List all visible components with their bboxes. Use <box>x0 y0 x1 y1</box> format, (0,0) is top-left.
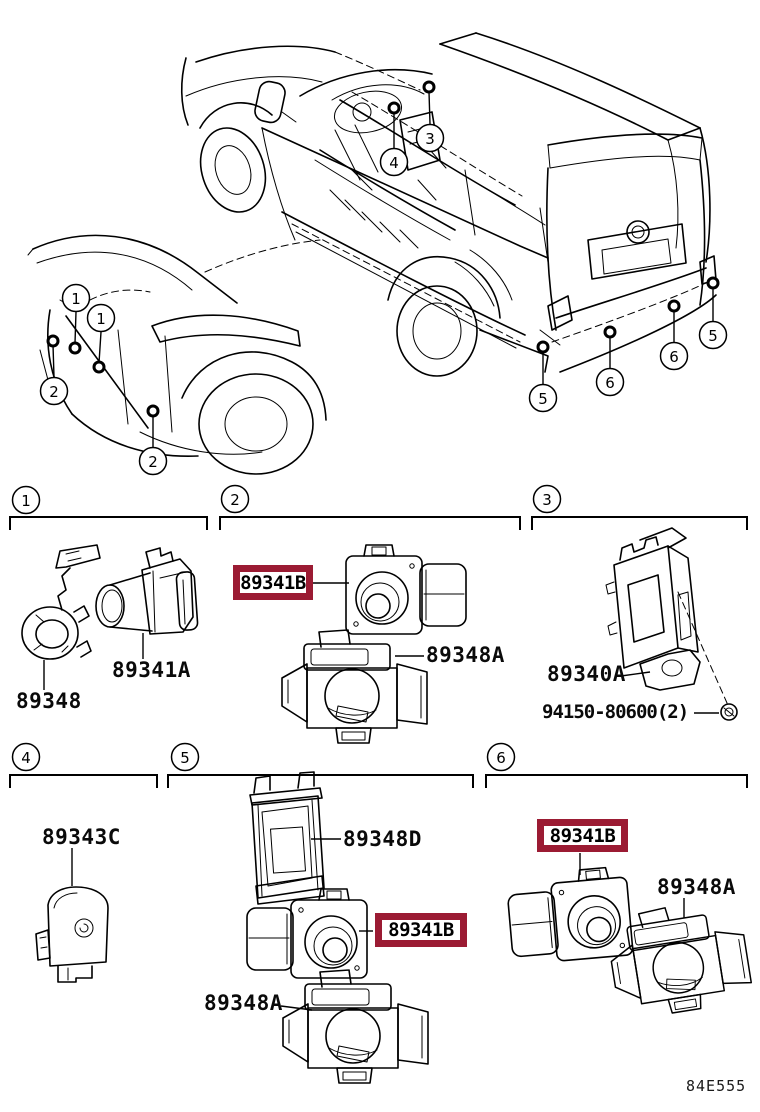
part-89348a-section6-drawing <box>603 895 755 1022</box>
part-89348a-section2-drawing <box>281 629 428 744</box>
front-bumper-view-drawing <box>27 234 327 475</box>
part-89348a-section5-drawing <box>282 969 429 1084</box>
vehicle-callout-5b: 5 <box>708 327 718 345</box>
vehicle-callout-6b: 6 <box>669 348 679 366</box>
vehicle-callout-1b: 1 <box>96 310 106 328</box>
part-number-89340a[interactable]: 89340A <box>547 662 626 686</box>
highlighted-part-number-89341b-section5[interactable]: 89341B <box>375 913 467 947</box>
vehicle-callout-3: 3 <box>425 130 435 148</box>
vehicle-sensor-markers <box>46 80 720 418</box>
vehicle-callout-4: 4 <box>389 154 399 172</box>
part-number-89341a[interactable]: 89341A <box>112 658 191 682</box>
highlighted-part-number-89341b-section2[interactable]: 89341B <box>233 565 313 600</box>
section-frames: 1 2 3 4 5 6 <box>9 484 748 788</box>
vehicle-callout-6a: 6 <box>605 374 615 392</box>
part-89348-drawing <box>21 544 101 660</box>
part-89341b-section2-drawing <box>345 544 467 635</box>
section-callout-2: 2 <box>230 491 240 509</box>
page-code: 84E555 <box>686 1077 747 1095</box>
vehicle-callout-2b: 2 <box>148 453 158 471</box>
section-callout-5: 5 <box>180 749 190 767</box>
part-89348d-drawing <box>249 771 325 905</box>
section-callout-3: 3 <box>542 491 552 509</box>
label-leader-lines <box>43 582 719 1011</box>
vehicle-callout-1a: 1 <box>71 290 81 308</box>
part-89341b-section6-drawing <box>505 865 634 966</box>
section-callout-4: 4 <box>21 749 31 767</box>
section-callout-6: 6 <box>496 749 506 767</box>
part-number-89348a-section6[interactable]: 89348A <box>657 875 736 899</box>
part-number-94150-80600[interactable]: 94150-80600(2) <box>542 701 689 723</box>
vehicle-callout-5a: 5 <box>538 390 548 408</box>
part-number-89343c[interactable]: 89343C <box>42 825 121 849</box>
part-number-89348a-section2[interactable]: 89348A <box>426 643 505 667</box>
section-callout-1: 1 <box>21 492 31 510</box>
part-89341a-drawing <box>95 547 199 635</box>
suv-rear-view-drawing <box>180 32 717 377</box>
vehicle-callouts: 1 1 2 2 3 4 5 6 6 5 <box>39 91 728 476</box>
part-number-89348a-section5[interactable]: 89348A <box>204 991 283 1015</box>
part-number-89348[interactable]: 89348 <box>16 689 82 713</box>
vehicle-callout-2a: 2 <box>49 383 59 401</box>
part-89340a-drawing <box>605 527 728 704</box>
highlighted-part-number-89341b-section6[interactable]: 89341B <box>537 819 628 852</box>
part-number-89348d[interactable]: 89348D <box>343 827 422 851</box>
part-89343c-drawing <box>35 886 109 983</box>
part-94150-screw-drawing <box>720 703 738 721</box>
